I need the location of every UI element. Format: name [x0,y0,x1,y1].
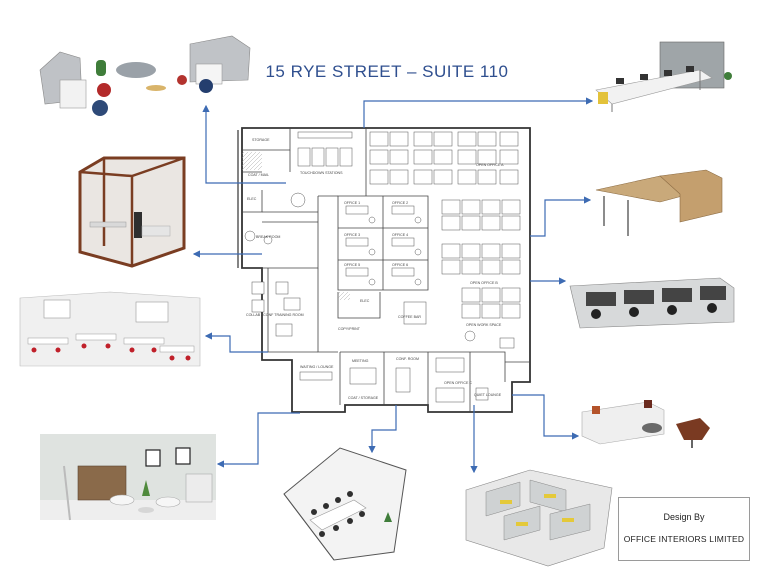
elec-hatch [338,292,350,300]
credit-line-1: Design By [663,512,705,522]
rendering-phone-booth [78,156,186,268]
arrow-to-quiet-lounge [512,394,580,440]
rendering-waiting-area [40,434,216,521]
label-elec: ELEC [247,197,257,201]
label-open-office-a: OPEN OFFICE A [476,163,504,167]
rendering-workstations [569,277,735,329]
label-quiet: QUIET LOUNGE [474,393,502,397]
rendering-benching [595,41,732,112]
label-waiting: WAITING / LOUNGE [300,365,334,369]
label-office-4: OFFICE 4 [392,233,408,237]
label-office-5: OFFICE 5 [344,263,360,267]
meeting-furniture [290,192,515,403]
label-open-work: OPEN WORK SPACE [466,323,502,327]
label-office-2: OFFICE 2 [392,201,408,205]
drawing-title: 15 RYE STREET – SUITE 110 [265,62,509,81]
label-open-office-c: OPEN OFFICE C [444,381,472,385]
arrow-to-benching [363,97,594,128]
label-coffee: COFFEE BAR [398,315,421,319]
rendering-l-desk [595,169,723,236]
rendering-lounge-pods [39,35,251,116]
open-office-a-cluster [369,131,519,185]
open-office-b-cluster [441,199,521,319]
private-office-furniture [345,205,422,286]
training-room-tables [244,230,301,337]
label-training: COLLAB / CONF TRAINING ROOM [246,313,304,317]
label-meeting: MEETING [352,359,369,363]
label-elec-2: ELEC [360,299,370,303]
label-office-3: OFFICE 3 [344,233,360,237]
floor-plan: STORAGE COAT / MAIL TOUCHDOWN STATIONS E… [237,127,531,413]
credit-company: OFFICE INTERIORS LIMITED [623,534,745,544]
touchdown-desks [297,131,353,167]
label-open-office-b: OPEN OFFICE B [470,281,498,285]
rendering-cubicles [465,469,613,567]
storage-hatch [242,152,262,170]
label-office-1: OFFICE 1 [344,201,360,205]
label-office-6: OFFICE 6 [392,263,408,267]
arrow-to-conference [368,405,397,454]
label-coats: COAT / MAIL [248,173,269,177]
rendering-training-room [19,291,201,367]
label-coat-storage: COAT / STORAGE [348,396,379,400]
label-conf: CONF. ROOM [396,357,419,361]
label-storage: STORAGE [252,138,270,142]
label-break-room: BREAK ROOM [256,235,280,239]
callout-arrows [192,97,594,474]
designer-credit-box: Design By OFFICE INTERIORS LIMITED [618,497,750,561]
plan-labels: STORAGE COAT / MAIL TOUCHDOWN STATIONS E… [246,138,504,400]
arrow-to-training-room [204,332,268,353]
label-copy: COPY/PRINT [338,327,361,331]
label-touchdown: TOUCHDOWN STATIONS [300,171,343,175]
arrow-to-waiting-area [216,412,300,468]
rendering-quiet-lounge [581,400,710,448]
arrow-to-l-desk [530,196,592,237]
rendering-conference-room [283,447,407,561]
arrow-to-lounge-pods [202,104,286,184]
